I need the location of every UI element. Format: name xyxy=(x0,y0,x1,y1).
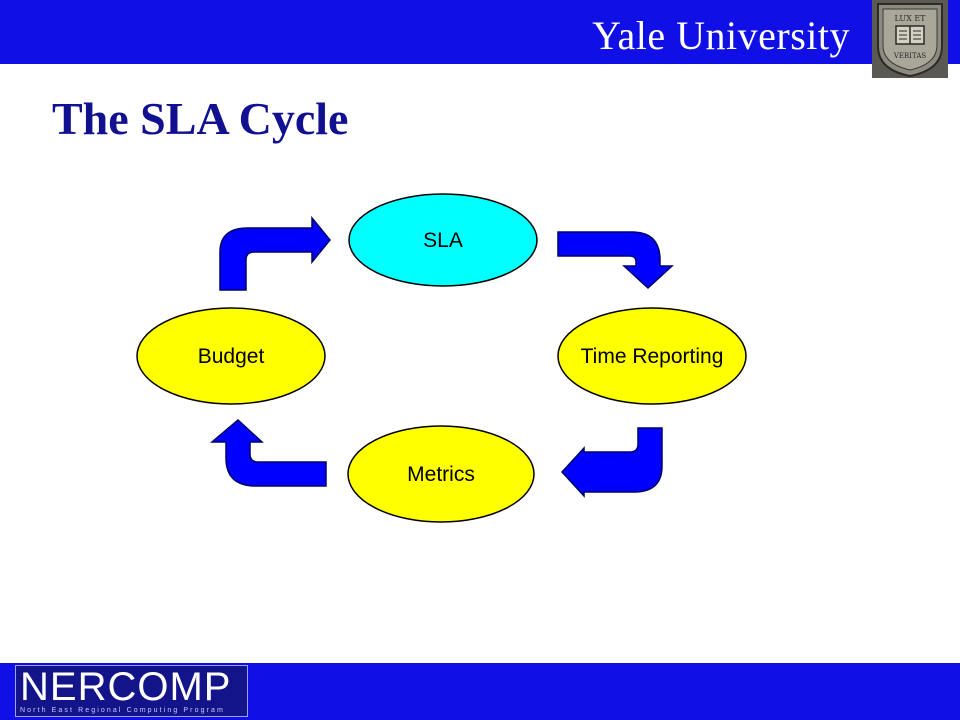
arrow-sla-to-time-reporting xyxy=(557,231,674,290)
arrow-metrics-to-budget xyxy=(209,419,327,487)
header-bar: Yale University xyxy=(0,0,960,64)
node-budget: Budget xyxy=(136,307,326,405)
seal-motto-bottom: VERITAS xyxy=(893,52,927,60)
slide-title: The SLA Cycle xyxy=(52,93,349,144)
nercomp-logo-name: NERCOMP xyxy=(20,665,232,709)
institution-name: Yale University xyxy=(592,13,850,58)
node-metrics-label: Metrics xyxy=(407,463,475,486)
node-budget-label: Budget xyxy=(198,345,265,368)
yale-seal-logo: LUX ET VERITAS xyxy=(872,0,948,78)
node-time-reporting-label: Time Reporting xyxy=(581,345,724,368)
arrow-time-reporting-to-metrics xyxy=(560,427,663,498)
seal-motto-top: LUX ET xyxy=(894,14,926,23)
arrow-budget-to-sla xyxy=(219,215,331,291)
node-sla-label: SLA xyxy=(423,229,463,252)
node-time-reporting: Time Reporting xyxy=(557,307,747,405)
node-sla: SLA xyxy=(348,193,538,287)
node-metrics: Metrics xyxy=(347,425,535,523)
nercomp-logo: NERCOMP North East Regional Computing Pr… xyxy=(15,665,248,717)
nercomp-logo-tagline: North East Regional Computing Program xyxy=(20,707,225,714)
